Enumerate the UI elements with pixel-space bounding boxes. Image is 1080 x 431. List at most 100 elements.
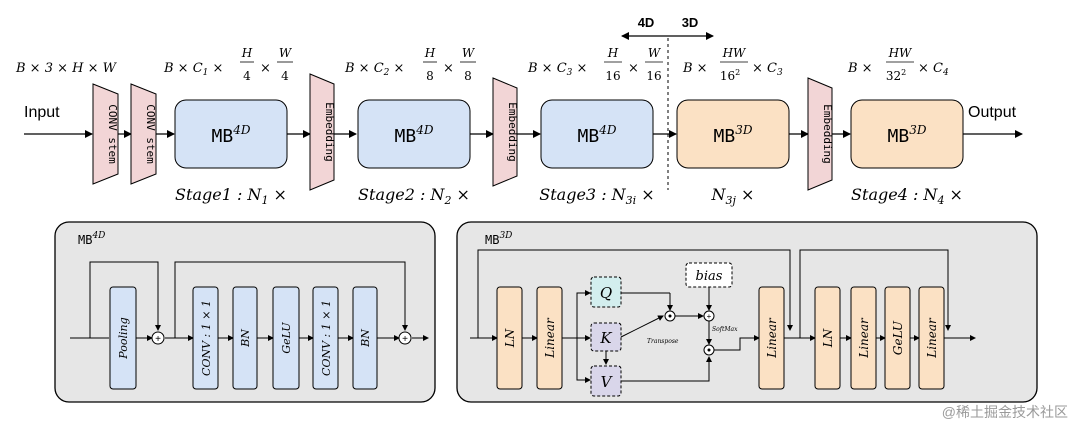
mb4d-panel: MB4D + + Pooling CONV : 1 × 1 BN bbox=[54, 221, 436, 403]
svg-text:B × C3 ×: B × C3 × bbox=[527, 61, 587, 78]
svg-text:K: K bbox=[599, 329, 612, 347]
mb-block-stage4: MB3D bbox=[850, 99, 964, 169]
mb3d-k: K bbox=[590, 322, 622, 352]
svg-text:LN: LN bbox=[821, 328, 835, 348]
svg-text:Linear: Linear bbox=[543, 317, 557, 359]
svg-text:W: W bbox=[648, 46, 662, 60]
stage-label-1: Stage1 : N1 × bbox=[175, 185, 287, 207]
svg-text:CONV : 1 × 1: CONV : 1 × 1 bbox=[200, 300, 213, 376]
embedding-3: Embedding bbox=[807, 77, 834, 191]
svg-text:H: H bbox=[607, 46, 619, 60]
mb3d-linear-1: Linear bbox=[536, 286, 563, 390]
mb-block-stage2: MB4D bbox=[357, 99, 471, 169]
embedding-1: Embedding bbox=[309, 73, 336, 191]
svg-text:Pooling: Pooling bbox=[117, 317, 130, 359]
embedding-2: Embedding bbox=[492, 77, 519, 187]
shape-stage3: B × C3 × H 16 × W 16 bbox=[527, 46, 663, 83]
svg-text:× C4: × C4 bbox=[918, 61, 949, 78]
mb3d-linear-2: Linear bbox=[758, 286, 785, 390]
mb4d-conv-1: CONV : 1 × 1 bbox=[192, 286, 219, 390]
svg-text:CONV stem: CONV stem bbox=[144, 104, 157, 164]
svg-text:Linear: Linear bbox=[765, 317, 779, 359]
shape-stage4: B × HW 322 × C4 bbox=[847, 46, 949, 83]
mb-block-stage3-4d: MB4D bbox=[540, 99, 654, 169]
svg-text:B ×: B × bbox=[682, 61, 708, 76]
mb3d-v: V bbox=[590, 365, 622, 397]
mb3d-linear-4: Linear bbox=[918, 286, 945, 390]
stage-label-3i: Stage3 : N3i × bbox=[539, 185, 654, 207]
output-label: Output bbox=[968, 104, 1017, 121]
mb3d-ln-2: LN bbox=[814, 286, 841, 390]
svg-text:MB3D: MB3D bbox=[714, 123, 753, 147]
mb3d-add-bias: + bbox=[707, 312, 712, 321]
mb3d-linear-3: Linear bbox=[850, 286, 877, 390]
svg-text:Embedding: Embedding bbox=[506, 102, 519, 162]
conv-stem-2: CONV stem bbox=[130, 83, 157, 185]
split-label-3d: 3D bbox=[682, 15, 699, 30]
svg-text:BN: BN bbox=[359, 329, 372, 348]
svg-text:Linear: Linear bbox=[925, 317, 939, 359]
svg-text:B × C1 ×: B × C1 × bbox=[163, 61, 223, 78]
svg-text:4: 4 bbox=[243, 69, 251, 83]
shape-stage1: B × C1 × H 4 × W 4 bbox=[163, 46, 293, 83]
svg-text:× C3: × C3 bbox=[752, 61, 783, 78]
mb4d-conv-2: CONV : 1 × 1 bbox=[312, 286, 339, 390]
mb3d-title: MB3D bbox=[485, 231, 512, 247]
mb3d-bias: bias bbox=[685, 262, 733, 288]
input-label: Input bbox=[24, 104, 60, 121]
shape-input: B × 3 × H × W bbox=[15, 61, 118, 76]
svg-text:H: H bbox=[424, 46, 436, 60]
watermark: @稀土掘金技术社区 bbox=[942, 404, 1068, 420]
svg-text:bias: bias bbox=[696, 269, 723, 284]
svg-text:B × C2 ×: B × C2 × bbox=[344, 61, 404, 78]
shape-stage3j: B × HW 162 × C3 bbox=[682, 46, 783, 83]
svg-text:16: 16 bbox=[605, 69, 620, 83]
mb3d-softmax: SoftMax bbox=[712, 326, 738, 333]
svg-text:16: 16 bbox=[646, 69, 661, 83]
mb4d-bn-2: BN bbox=[352, 286, 378, 390]
shape-stage2: B × C2 × H 8 × W 8 bbox=[344, 46, 476, 83]
svg-text:V: V bbox=[601, 373, 614, 391]
svg-text:162: 162 bbox=[720, 68, 740, 83]
svg-text:MB4D: MB4D bbox=[578, 123, 617, 147]
svg-text:322: 322 bbox=[886, 68, 906, 83]
mb4d-title: MB4D bbox=[78, 231, 105, 247]
svg-text:×: × bbox=[260, 61, 271, 76]
svg-text:MB3D: MB3D bbox=[888, 123, 927, 147]
svg-text:Linear: Linear bbox=[857, 317, 871, 359]
mb3d-q: Q bbox=[590, 276, 622, 308]
svg-text:HW: HW bbox=[888, 46, 913, 60]
svg-text:CONV stem: CONV stem bbox=[106, 104, 119, 164]
svg-text:×: × bbox=[443, 61, 454, 76]
svg-text:4: 4 bbox=[281, 69, 289, 83]
mb4d-bn-1: BN bbox=[232, 286, 258, 390]
mb4d-add-2: + bbox=[402, 334, 408, 345]
mb-block-stage3-3d: MB3D bbox=[676, 99, 790, 169]
svg-text:MB4D: MB4D bbox=[395, 123, 434, 147]
svg-text:LN: LN bbox=[503, 328, 517, 348]
svg-text:H: H bbox=[241, 46, 253, 60]
svg-text:×: × bbox=[628, 61, 639, 76]
svg-text:HW: HW bbox=[722, 46, 747, 60]
mb4d-gelu: GeLU bbox=[272, 286, 300, 390]
svg-text:CONV : 1 × 1: CONV : 1 × 1 bbox=[320, 300, 333, 376]
stage-label-2: Stage2 : N2 × bbox=[358, 185, 470, 207]
svg-text:BN: BN bbox=[239, 329, 252, 348]
mb4d-add-1: + bbox=[155, 334, 161, 345]
svg-text:Embedding: Embedding bbox=[821, 104, 834, 164]
svg-text:8: 8 bbox=[464, 69, 472, 83]
svg-text:Q: Q bbox=[600, 284, 612, 302]
mb4d-pooling: Pooling bbox=[109, 286, 137, 390]
svg-text:8: 8 bbox=[426, 69, 434, 83]
svg-text:MB4D: MB4D bbox=[212, 123, 251, 147]
split-label-4d: 4D bbox=[638, 15, 655, 30]
stage-label-3j: N3j × bbox=[711, 185, 755, 207]
svg-text:W: W bbox=[462, 46, 476, 60]
mb3d-ln-1: LN bbox=[496, 286, 523, 390]
stage-label-4: Stage4 : N4 × bbox=[851, 185, 963, 207]
svg-text:GeLU: GeLU bbox=[891, 320, 905, 355]
mb-block-stage1: MB4D bbox=[174, 99, 288, 169]
conv-stem-1: CONV stem bbox=[92, 83, 119, 185]
svg-text:GeLU: GeLU bbox=[280, 322, 293, 354]
